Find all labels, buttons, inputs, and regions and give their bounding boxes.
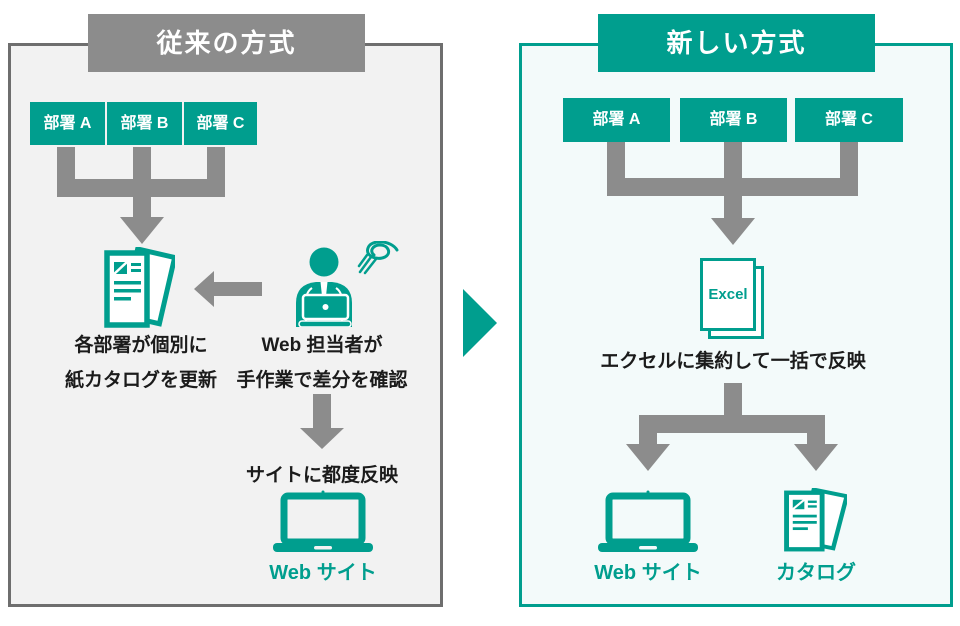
new-catalog-icon — [784, 488, 847, 552]
paper-catalog-icon — [104, 247, 175, 328]
new-diverge-arrow-icon — [626, 383, 838, 471]
old-dept-a-box: 部署 A — [30, 102, 105, 145]
left-arrow-icon — [194, 271, 262, 307]
excel-file-icon: Excel — [700, 258, 764, 339]
old-website-label: Web サイト — [269, 562, 377, 584]
excel-front-page: Excel — [700, 258, 756, 331]
website-laptop-icon — [273, 490, 373, 552]
old-converge-arrow-icon — [57, 147, 225, 244]
new-catalog-label: カタログ — [776, 562, 856, 584]
new-converge-arrow-icon — [607, 141, 858, 245]
transition-arrow-icon — [463, 289, 497, 357]
new-excel-caption: エクセルに集約して一括で反映 — [600, 351, 866, 372]
new-website-laptop-icon — [598, 490, 698, 552]
new-dept-c-box: 部署 C — [795, 98, 903, 142]
old-method-title: 従来の方式 — [88, 14, 365, 72]
old-person-caption: Web 担当者が 手作業で差分を確認 — [236, 335, 408, 391]
old-update-caption: サイトに都度反映 — [245, 465, 398, 486]
old-catalog-caption: 各部署が個別に 紙カタログを更新 — [64, 335, 217, 391]
old-down-arrow-icon — [300, 394, 344, 449]
old-dept-c-box: 部署 C — [184, 102, 257, 145]
new-dept-a-box: 部署 A — [563, 98, 670, 142]
new-website-label: Web サイト — [594, 562, 702, 584]
web-staff-person-icon — [296, 247, 352, 327]
excel-label: Excel — [708, 286, 748, 303]
new-method-title: 新しい方式 — [598, 14, 875, 72]
new-dept-b-box: 部署 B — [680, 98, 787, 142]
confusion-swirl-icon — [357, 241, 399, 275]
old-dept-b-box: 部署 B — [107, 102, 182, 145]
